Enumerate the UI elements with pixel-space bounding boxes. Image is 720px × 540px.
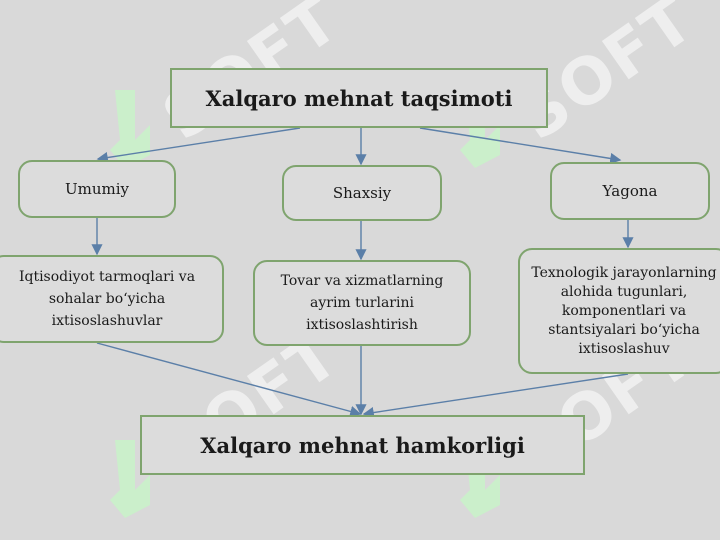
detail-node-umumiy: Iqtisodiyot tarmoqlari va sohalar bo‘yic…	[0, 255, 224, 343]
arrow-root-yagona	[419, 127, 622, 164]
root-node: Xalqaro mehnat taqsimoti	[170, 68, 548, 128]
category-node-shaxsiy: Shaxsiy	[282, 165, 442, 221]
arrow-root-umumiy	[96, 127, 301, 164]
result-node: Xalqaro mehnat hamkorligi	[140, 415, 585, 475]
category-node-umumiy: Umumiy	[18, 160, 176, 218]
arrow-yagona-result	[362, 373, 629, 419]
detail-node-yagona: Texnologik jarayonlarning alohida tugunl…	[518, 248, 720, 374]
arrow-umumiy-result	[96, 342, 362, 417]
category-node-yagona: Yagona	[550, 162, 710, 220]
detail-node-shaxsiy: Tovar va xizmatlarning ayrim turlarini i…	[253, 260, 471, 346]
